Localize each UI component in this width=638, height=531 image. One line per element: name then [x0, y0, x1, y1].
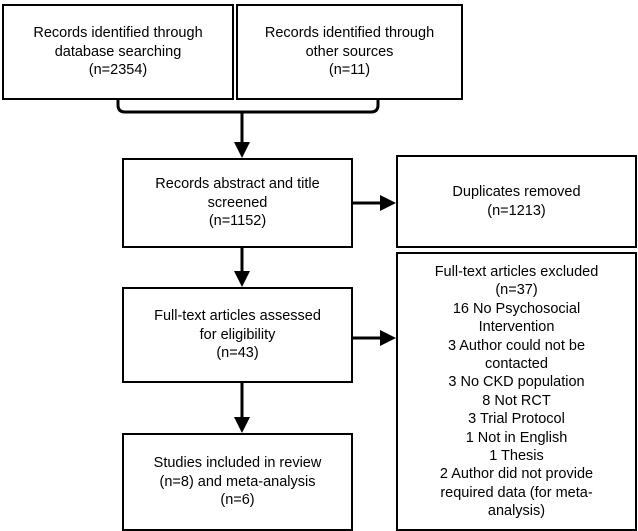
box-records-identified-other-sources: Records identified through other sources…	[236, 4, 463, 100]
box-studies-included: Studies included in review (n=8) and met…	[122, 433, 353, 531]
box-duplicates-removed: Duplicates removed (n=1213)	[396, 155, 637, 248]
box-records-identified-database: Records identified through database sear…	[2, 4, 234, 100]
arrow-screened-to-duplicates-head	[380, 195, 396, 211]
box-records-identified-other-sources-label: Records identified through other sources…	[264, 24, 435, 79]
box-records-identified-database-label: Records identified through database sear…	[33, 24, 203, 79]
arrow-screened-to-eligibility-head	[234, 271, 250, 287]
box-records-screened-label: Records abstract and title screened (n=1…	[155, 175, 320, 230]
arrow-merge-to-screened-head	[234, 142, 250, 158]
box-fulltext-excluded-label: Full-text articles excluded (n=37) 16 No…	[434, 264, 599, 520]
box-fulltext-assessed-eligibility-label: Full-text articles assessed for eligibil…	[154, 307, 321, 362]
box-fulltext-assessed-eligibility: Full-text articles assessed for eligibil…	[122, 287, 353, 383]
arrow-eligibility-to-included-head	[234, 417, 250, 433]
box-studies-included-label: Studies included in review (n=8) and met…	[153, 454, 322, 509]
box-duplicates-removed-label: Duplicates removed (n=1213)	[452, 183, 581, 219]
merge-bracket-connector	[116, 100, 380, 114]
box-fulltext-excluded: Full-text articles excluded (n=37) 16 No…	[396, 252, 637, 531]
arrow-eligibility-to-excluded-head	[380, 330, 396, 346]
box-records-screened: Records abstract and title screened (n=1…	[122, 158, 353, 248]
